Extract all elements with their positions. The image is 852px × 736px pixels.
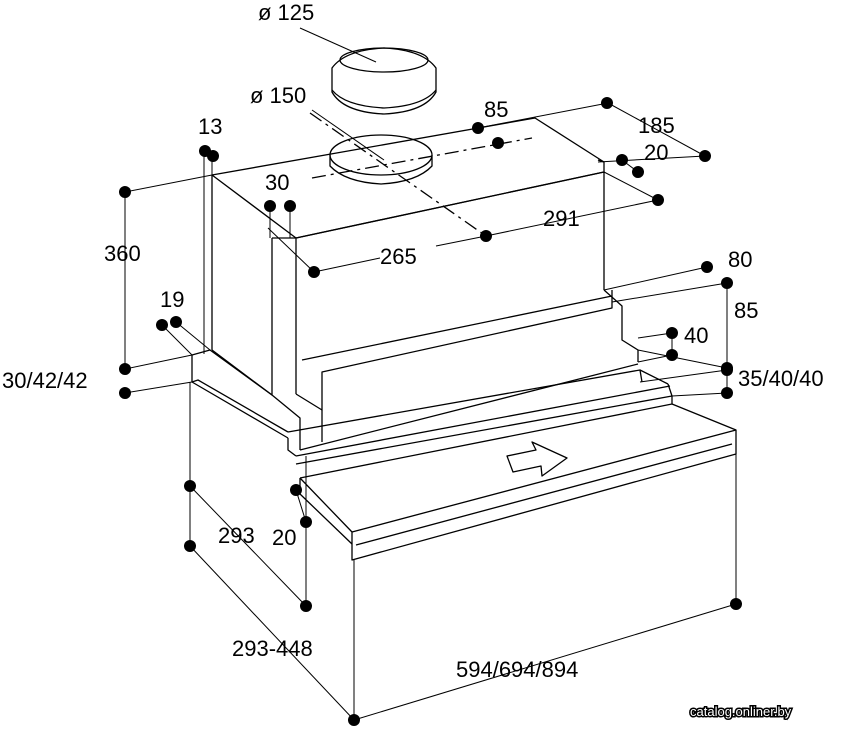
label-d40: 40 (684, 323, 708, 348)
airflow-arrow-icon (506, 441, 568, 477)
label-d13: 13 (198, 114, 222, 139)
label-d150: ø 150 (250, 83, 306, 108)
label-d360: 360 (104, 241, 141, 266)
hood-body (211, 117, 639, 451)
visor-panel (299, 403, 737, 561)
label-d20-top: 20 (644, 140, 668, 165)
label-d30: 30 (265, 170, 289, 195)
label-d85-right: 85 (734, 298, 758, 323)
centerline-horizontal (311, 137, 533, 179)
dimension-dots (119, 97, 742, 726)
label-d291: 291 (543, 206, 580, 231)
label-d19: 19 (160, 287, 184, 312)
label-d265: 265 (380, 244, 417, 269)
base-frame (191, 349, 673, 479)
centerline-vertical (309, 112, 487, 237)
label-d594-694-894: 594/694/894 (456, 657, 578, 682)
dimension-lines (124, 27, 737, 721)
label-d293: 293 (218, 523, 255, 548)
duct-collar-125 (331, 47, 437, 115)
watermark-text: catalog.onliner.by (690, 704, 792, 719)
watermark: catalog.onliner.by (689, 703, 794, 721)
label-d125: ø 125 (258, 0, 314, 25)
label-d20-bottom: 20 (272, 525, 296, 550)
label-d293-448: 293-448 (232, 636, 313, 661)
label-d85-top: 85 (484, 97, 508, 122)
label-d80: 80 (728, 247, 752, 272)
label-d35-40-40: 35/40/40 (738, 366, 824, 391)
dimension-labels: ø 125 ø 150 13 85 185 20 30 291 360 265 … (2, 0, 824, 682)
label-d185: 185 (638, 113, 675, 138)
duct-collar-150 (329, 134, 433, 185)
label-d30-42-42: 30/42/42 (2, 368, 88, 393)
